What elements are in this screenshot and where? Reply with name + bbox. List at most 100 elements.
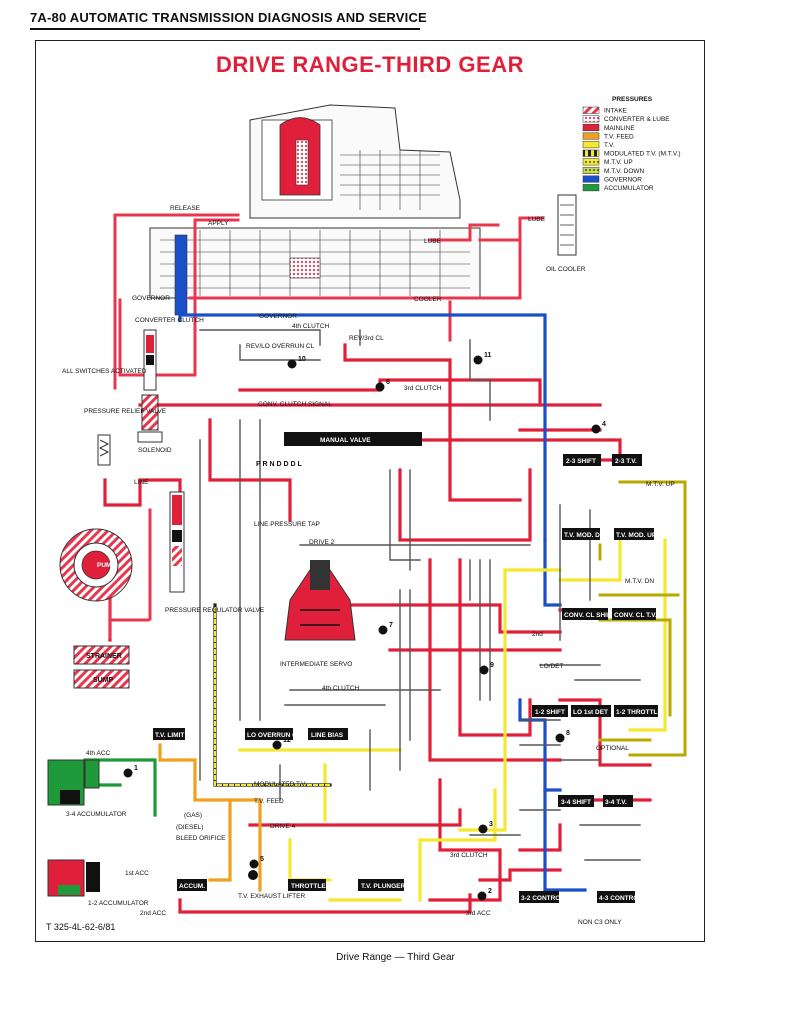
optional-label: OPTIONAL (596, 745, 629, 752)
legend-swatch (582, 184, 600, 192)
lo-det-line-label: LO/DET (540, 663, 564, 670)
pump-label: PUMP (97, 562, 116, 569)
valve-tv-mod-up-label: T.V. MOD. UP (616, 532, 657, 539)
valve-1-2-throttle: 1-2 THROTTLE (614, 705, 663, 717)
legend-swatch (582, 115, 600, 123)
check-ball-number: 12 (283, 737, 291, 744)
valve-2-3-shift-label: 2-3 SHIFT (566, 458, 596, 465)
valve-1-2-throttle-label: 1-2 THROTTLE (616, 709, 663, 716)
conv-clutch-signal-label: CONV. CLUTCH SIGNAL (258, 401, 332, 408)
figure-caption: Drive Range — Third Gear (336, 952, 455, 963)
legend-item-label: MODULATED T.V. (M.T.V.) (604, 151, 681, 158)
third-clutch-line-label-2: 3rd CLUTCH (450, 852, 488, 859)
valve-line-bias-label: LINE BIAS (311, 732, 344, 739)
governor-label: GOVERNOR (132, 295, 170, 302)
solenoid-label: SOLENOID (138, 447, 172, 454)
gas-label: (GAS) (184, 812, 202, 819)
line-pressure-tap-label: LINE PRESSURE TAP (254, 521, 320, 528)
legend-title: PRESSURES (612, 96, 653, 103)
strainer-sump: STRAINER SUMP (73, 645, 130, 689)
second-line-label: 2nd (532, 631, 543, 638)
tv-feed-line-label: T.V. FEED (254, 798, 284, 805)
check-ball-number: 5 (260, 856, 264, 863)
check-ball (272, 740, 282, 750)
mtv-dn-line-label: M.T.V. DN (625, 578, 654, 585)
check-ball (555, 733, 565, 743)
valve-conv-cl-tv-label: CONV. CL T.V. (614, 612, 657, 619)
apply-line-label: APPLY (208, 220, 229, 227)
legend-item-label: T.V. FEED (604, 133, 634, 140)
fourth-clutch-line-label-2: 4th CLUTCH (322, 685, 360, 692)
accumulator-1-2-label: 1-2 ACCUMULATOR (88, 900, 149, 907)
non-c3-label: NON C3 ONLY (578, 919, 622, 926)
valve-lo-overrun-cl-label: LO OVERRUN CL (247, 732, 301, 739)
bleed-orifice-label: BLEED ORIFICE (176, 835, 226, 842)
accumulator-1-2: 1-2 ACCUMULATOR (47, 859, 149, 907)
valve-tv-limit-label: T.V. LIMIT (155, 732, 184, 739)
check-ball (249, 859, 259, 869)
check-ball-number: 7 (389, 622, 393, 629)
legend-item-label: ACCUMULATOR (604, 185, 654, 192)
legend-swatch (582, 175, 600, 183)
second-acc-line-label: 2nd ACC (140, 910, 166, 917)
legend-swatch (582, 132, 600, 140)
sump-label: SUMP (93, 677, 114, 684)
check-ball (591, 424, 601, 434)
valve-3-4-shift-label: 3-4 SHIFT (561, 799, 591, 806)
valve-conv-cl-shift-label: CONV. CL SHIFT (564, 612, 615, 619)
check-ball (375, 382, 385, 392)
third-clutch-line-label: 3rd CLUTCH (404, 385, 442, 392)
accumulator-3-4-label: 3-4 ACCUMULATOR (66, 811, 127, 818)
valve-3-4-shift: 3-4 SHIFT (558, 795, 594, 807)
valve-tv-plunger-label: T.V. PLUNGER (361, 883, 405, 890)
legend-item-label: MAINLINE (604, 125, 635, 132)
header-rule (30, 28, 420, 30)
release-line-label: RELEASE (170, 205, 201, 212)
valve-tv-mod-up: T.V. MOD. UP (614, 528, 657, 540)
legend-swatch (582, 123, 600, 131)
all-switches-label: ALL SWITCHES ACTIVATED (62, 368, 147, 375)
manual-valve-label: MANUAL VALVE (320, 437, 371, 444)
valve-lo-1st-det-label: LO 1st DET (573, 709, 608, 716)
check-ball-number: 10 (298, 356, 306, 363)
pressure-regulator-valve: PRESSURE REGULATOR VALVE (165, 491, 265, 614)
valve-accum-label: ACCUM. (179, 883, 205, 890)
check-ball (478, 824, 488, 834)
legend-swatch (582, 166, 600, 174)
valve-1-2-shift: 1-2 SHIFT (532, 705, 568, 717)
tv-exhaust-lifter: T.V. EXHAUST LIFTER (238, 870, 305, 900)
valve-bodies: 2-3 SHIFT 2-3 T.V. T.V. MOD. DN T.V. MOD… (153, 454, 663, 903)
legend-item-label: M.T.V. DOWN (604, 168, 645, 175)
valve-conv-cl-shift: CONV. CL SHIFT (562, 608, 615, 620)
converter-clutch-label: CONVERTER CLUTCH (135, 317, 204, 324)
check-ball-number: 4 (602, 421, 606, 428)
legend-swatch (582, 106, 600, 114)
legend-swatch (582, 158, 600, 166)
drive-4-line-label: DRIVE 4 (270, 823, 296, 830)
line-labels: RELEASE APPLY LUBE LUBE COOLER GOVERNOR … (86, 205, 675, 917)
valve-throttle: THROTTLE (288, 879, 326, 891)
lube-line-label: LUBE (424, 238, 442, 245)
valve-3-2-control: 3-2 CONTROL (519, 891, 564, 903)
line-label: LINE (134, 479, 149, 486)
oil-cooler: OIL COOLER (546, 194, 586, 273)
accumulator-3-4: 3-4 ACCUMULATOR (47, 759, 127, 818)
pressure-relief-label: PRESSURE RELIEF VALVE (84, 408, 167, 415)
check-ball (477, 891, 487, 901)
valve-3-2-control-label: 3-2 CONTROL (521, 895, 564, 902)
fourth-clutch-line-label: 4th CLUTCH (292, 323, 330, 330)
legend-item-label: INTAKE (604, 108, 628, 115)
check-ball-number: 11 (484, 352, 492, 359)
check-ball (287, 359, 297, 369)
pump: PUMP (59, 528, 133, 602)
third-acc-line-label: 3rd ACC (466, 910, 491, 917)
diagram-frame (35, 40, 705, 942)
legend-item-label: CONVERTER & LUBE (604, 116, 670, 123)
page-header: 7A-80 AUTOMATIC TRANSMISSION DIAGNOSIS A… (30, 10, 427, 25)
valve-2-3-tv-label: 2-3 T.V. (615, 458, 637, 465)
legend-swatch (582, 149, 600, 157)
lube-line-label-2: LUBE (528, 216, 546, 223)
pressure-relief-valve: PRESSURE RELIEF VALVE (84, 408, 167, 466)
